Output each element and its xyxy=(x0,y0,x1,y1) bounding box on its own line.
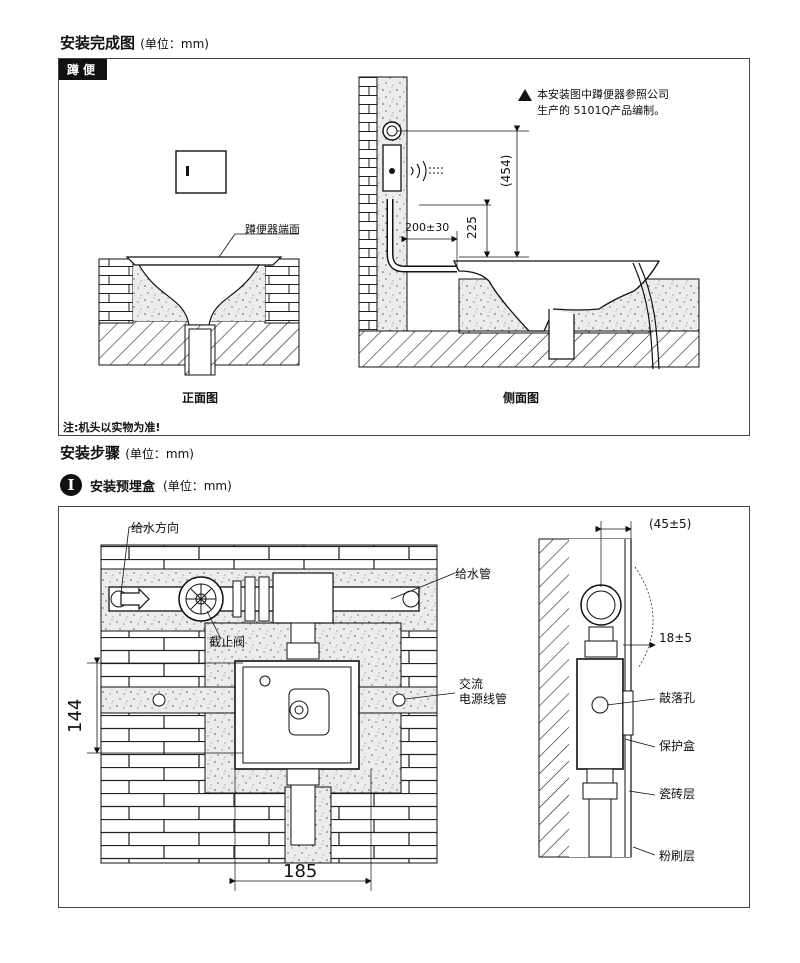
ac-power-label: 交流 电源线管 xyxy=(459,677,507,707)
front-toilet-rim xyxy=(125,256,283,266)
dim-454-label: (454) xyxy=(499,154,513,187)
sensor-window xyxy=(186,166,189,176)
embedded-box-drawing xyxy=(87,521,656,891)
dim-185-label: 185 xyxy=(283,861,318,882)
front-view-caption: 正面图 xyxy=(182,391,219,405)
section-title: 安装步骤 xyxy=(60,444,121,462)
side-view-caption: 侧面图 xyxy=(503,391,540,405)
unit-label: (单位：mm) xyxy=(125,447,194,461)
embedded-box-panel: 给水方向 给水管 截止阀 交流 电源线管 144 185 (45±5) 18±5… xyxy=(58,506,750,908)
tile-layer-label: 瓷砖层 xyxy=(659,787,696,801)
ac-power-label-line2: 电源线管 xyxy=(459,692,508,706)
section-title: 安装完成图 xyxy=(60,34,136,52)
front-brick-left xyxy=(98,258,134,324)
side-protection-box xyxy=(576,658,624,770)
knockout-label: 敲落孔 xyxy=(659,691,696,705)
protection-box-label: 保护盒 xyxy=(659,739,696,753)
squat-toilet-tag: 蹲便 xyxy=(59,59,108,80)
recycle-icon xyxy=(259,675,271,687)
step-title: 安装预埋盒 xyxy=(90,479,156,495)
stop-valve-label: 截止阀 xyxy=(209,635,246,649)
step-numeral-badge: I xyxy=(60,474,82,496)
dim-225-label: 225 xyxy=(465,216,479,239)
section-install-complete-heading: 安装完成图 (单位：mm) xyxy=(60,32,209,53)
sensor-waves xyxy=(410,160,427,182)
supply-pipe-label: 给水管 xyxy=(455,567,492,581)
install-complete-panel: 蹲便 xyxy=(58,58,750,436)
ac-power-label-line1: 交流 xyxy=(459,677,484,691)
side-floor-slab xyxy=(358,330,700,368)
supply-tee xyxy=(272,572,334,624)
side-note: 本安装图中蹲便器参照公司 生产的 5101Q产品编制。 xyxy=(537,87,669,119)
side-note-line1: 本安装图中蹲便器参照公司 xyxy=(537,88,669,101)
side-trap-pipe xyxy=(548,309,575,360)
footnote: 注:机头以实物为准! xyxy=(63,421,161,434)
outlet-pipe xyxy=(290,784,316,846)
flow-direction-arrow xyxy=(120,587,150,611)
side-power-cable xyxy=(632,262,654,370)
step-1-heading: I 安装预埋盒 (单位：mm) xyxy=(60,474,232,496)
side-toilet-body xyxy=(452,260,661,332)
front-outlet-inner xyxy=(188,328,212,376)
dim-200-label: 200±30 xyxy=(405,221,450,234)
dim-144-label: 144 xyxy=(65,698,86,733)
end-face-label: 蹲便器端面 xyxy=(245,223,300,236)
step-unit: (单位：mm) xyxy=(163,478,232,493)
front-brick-right xyxy=(264,258,300,324)
install-complete-drawing xyxy=(98,76,700,376)
plaster-layer-label: 粉刷层 xyxy=(659,849,696,863)
knockout-hole xyxy=(591,696,609,714)
water-flow-label: 给水方向 xyxy=(131,521,180,535)
dim-18-label: 18±5 xyxy=(659,631,692,645)
sensor-panel-front xyxy=(175,150,227,194)
unit-label: (单位：mm) xyxy=(140,37,209,51)
side-note-line2: 生产的 5101Q产品编制。 xyxy=(537,104,666,117)
section-install-steps-heading: 安装步骤 (单位：mm) xyxy=(60,442,194,463)
warning-icon xyxy=(518,89,532,101)
dim-45-label: (45±5) xyxy=(649,517,692,531)
